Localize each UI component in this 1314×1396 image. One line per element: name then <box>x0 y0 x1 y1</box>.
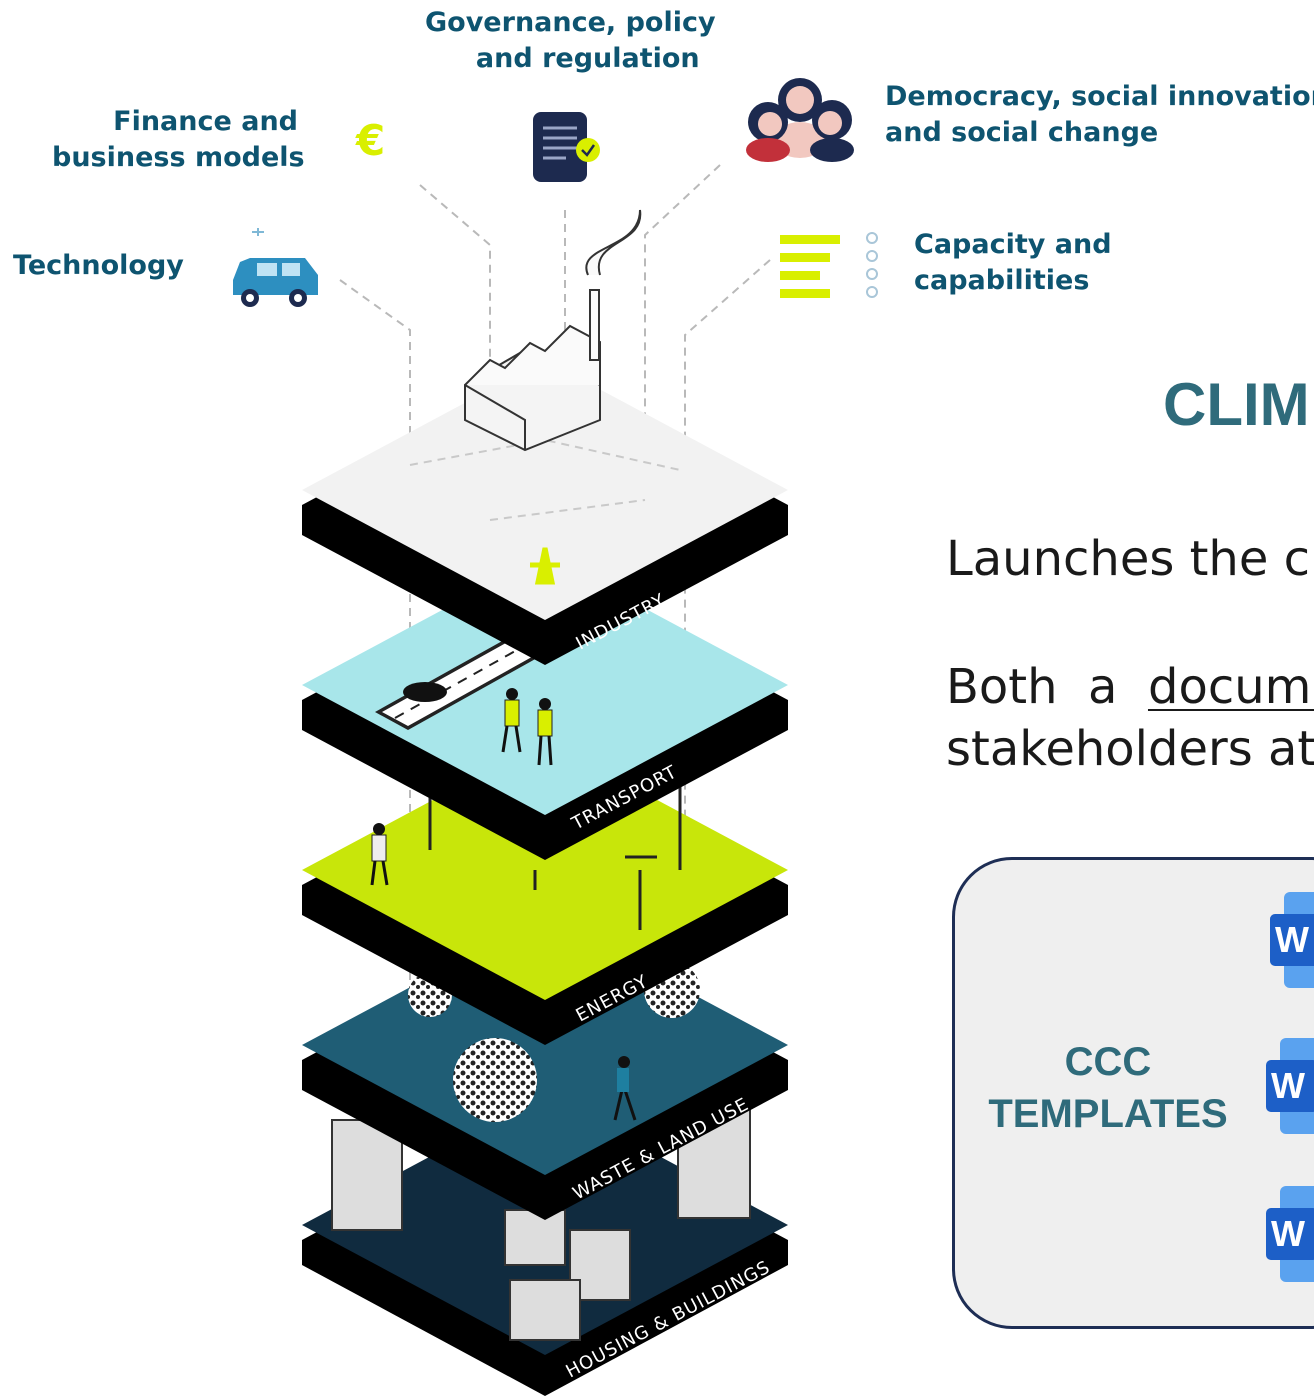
description-line: Both a docume <box>946 656 1314 718</box>
layer-energy-top <box>302 740 788 1000</box>
layer-transport <box>302 555 788 860</box>
lever-finance-label: Finance and business models <box>52 106 305 173</box>
intro-line: Launches the cit <box>946 531 1314 587</box>
capacity-bars-icon <box>780 232 878 298</box>
layer-energy <box>302 740 788 1045</box>
policy-document-icon <box>533 112 600 182</box>
document-link[interactable]: docume <box>1147 659 1314 715</box>
lever-technology-label: Technology <box>13 250 184 281</box>
ccc-templates-label: CCC TEMPLATES <box>988 1040 1228 1136</box>
layer-industry-top <box>302 360 788 620</box>
description-prefix: Both a <box>946 659 1148 715</box>
factory-icon <box>464 209 642 452</box>
svg-text:W: W <box>1271 1213 1305 1254</box>
lever-democracy-label: Democracy, social innovation and social … <box>885 81 1314 148</box>
svg-text:W: W <box>1271 1065 1305 1106</box>
word-doc-icon[interactable]: W <box>1270 892 1314 992</box>
lever-capacity-label: Capacity and capabilities <box>914 229 1112 296</box>
layer-industry <box>302 209 788 665</box>
lever-governance-label: Governance, policy and regulation <box>425 7 716 74</box>
word-doc-icon[interactable]: W <box>1266 1038 1314 1138</box>
euro-icon: € <box>355 116 385 165</box>
tree <box>453 1038 537 1122</box>
svg-text:W: W <box>1275 919 1309 960</box>
layer-transport-top <box>302 555 788 815</box>
description-line-2: stakeholders at <box>946 721 1314 777</box>
people-group-icon <box>746 78 854 162</box>
page-heading: CLIM <box>1163 371 1310 438</box>
ccc-templates-panel <box>952 857 1314 1329</box>
word-doc-icon[interactable]: W <box>1266 1186 1314 1286</box>
car-icon <box>233 228 318 307</box>
